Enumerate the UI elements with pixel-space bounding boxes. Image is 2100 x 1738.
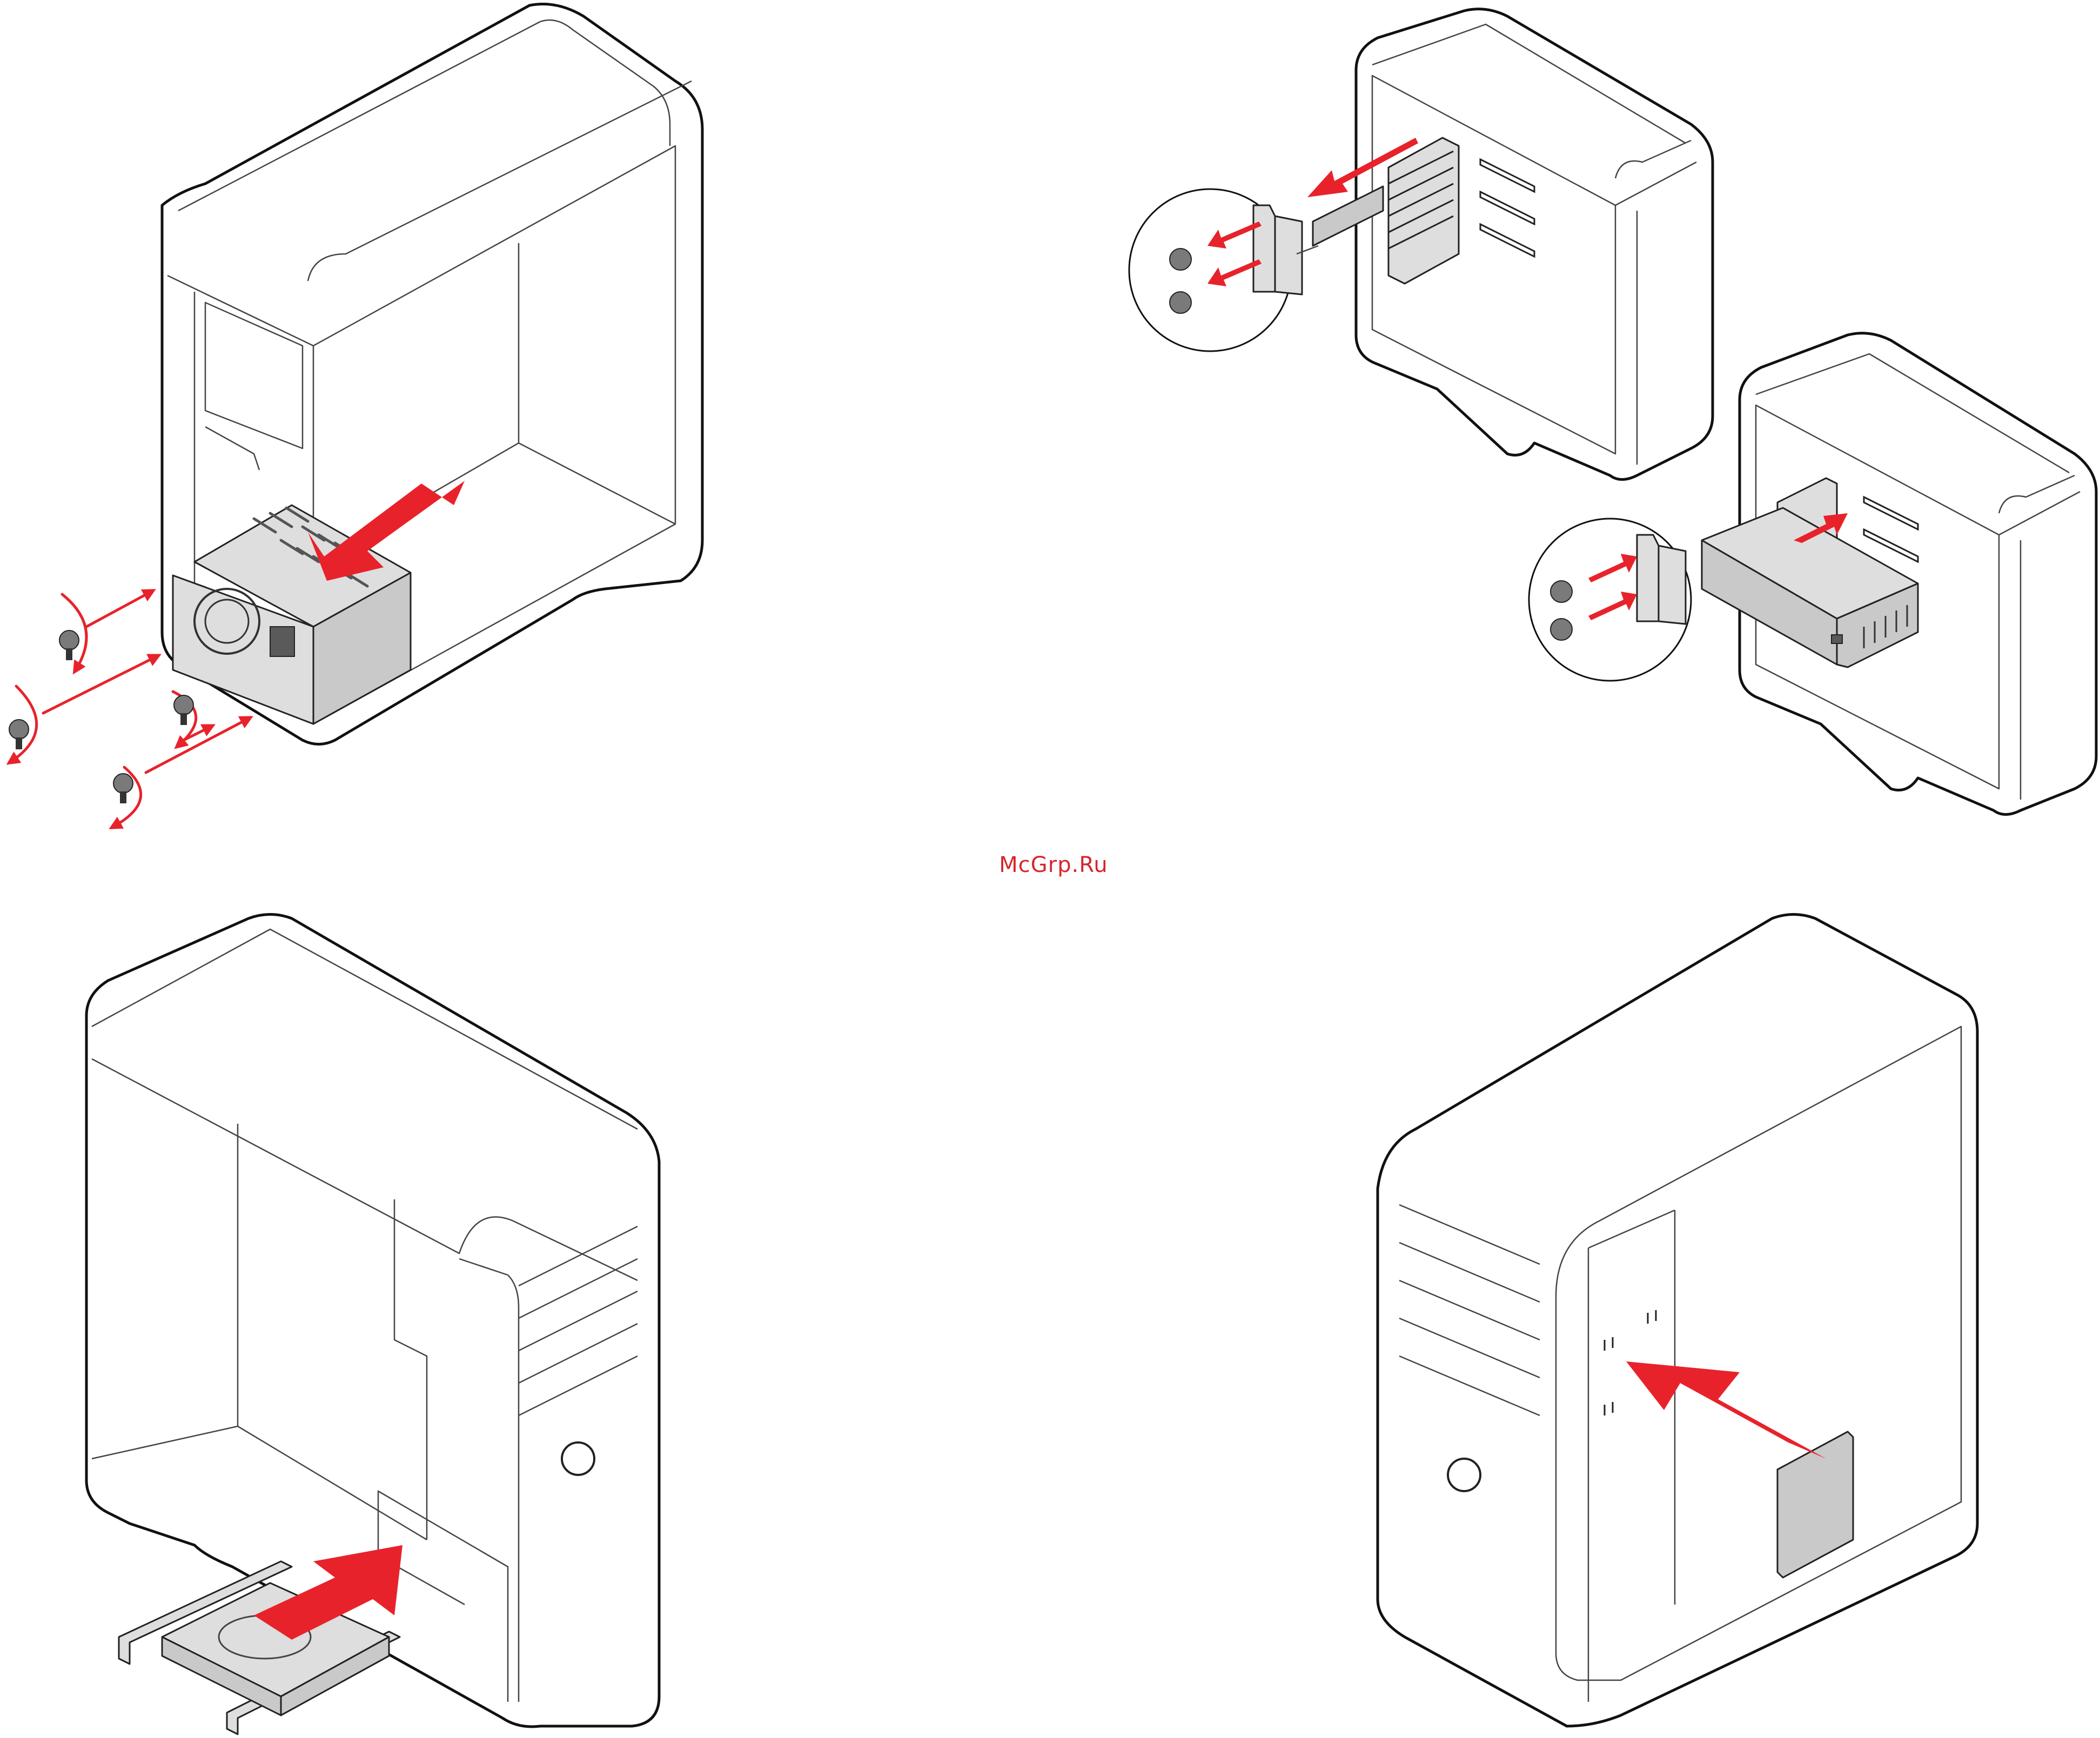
bracket-screw-icon	[1551, 619, 1572, 640]
computer-case-4	[86, 915, 659, 1727]
screw-icon	[174, 695, 193, 725]
bracket-screw-icon	[1551, 581, 1572, 602]
screw-icon	[9, 720, 29, 749]
panel-power-supply	[9, 4, 702, 827]
screw-icon	[113, 774, 133, 803]
computer-case-5	[1378, 915, 1977, 1727]
bracket-detail	[1253, 205, 1318, 294]
power-socket-icon	[270, 627, 294, 656]
panel-hard-drive-install	[86, 915, 659, 1735]
bracket-screw-icon	[1170, 292, 1191, 313]
panel-expansion-card-remove	[1129, 9, 1713, 480]
watermark-text: McGrp.Ru	[972, 853, 1135, 877]
bracket-detail-install	[1637, 535, 1686, 624]
panel-side-panel-install	[1378, 915, 1977, 1727]
screw-icon	[59, 630, 79, 660]
bracket-screw-icon	[1170, 249, 1191, 270]
